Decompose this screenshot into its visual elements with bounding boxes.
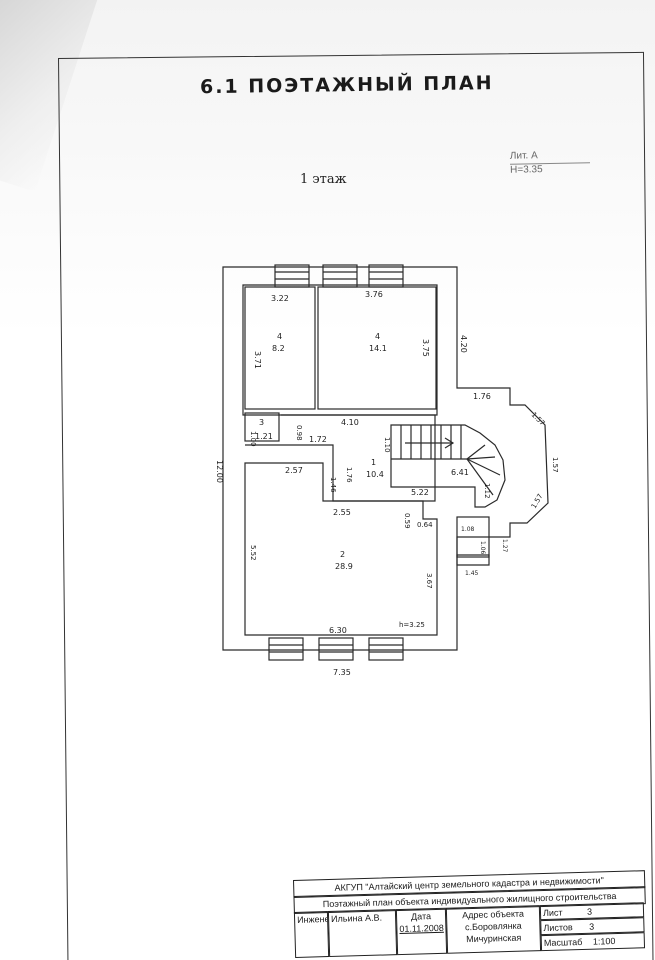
stamp-address-cell: Адрес объекта с.Боровлянка Мичуринская: [445, 905, 542, 954]
dim-vert-176: 1.76: [345, 467, 353, 483]
vestibule: [456, 516, 490, 558]
stamp-scale-value: 1:100: [592, 936, 616, 947]
dim-overall-width: 7.35: [333, 668, 351, 677]
window-top-2: [322, 264, 358, 288]
dim-vert-146: 1.46: [329, 477, 337, 493]
dim-left-552: 5.52: [249, 545, 257, 561]
outer-wall: [222, 266, 549, 651]
floor-label: 1 этаж: [300, 172, 347, 187]
dim-stair-112: 1.12: [483, 483, 491, 499]
room-4b: [317, 286, 437, 410]
room-2-area: 28.9: [335, 562, 353, 571]
sheet-note: Лит. А H=3.35: [509, 149, 591, 176]
room-4a: [244, 286, 316, 410]
room-1-number: 1: [371, 458, 376, 467]
dim-stair-641: 6.41: [451, 468, 469, 477]
room-4a-w: 3.22: [271, 294, 289, 303]
dim-right-367: 3.67: [425, 573, 433, 589]
stair-arrow: [405, 437, 455, 449]
dim-064: 0.64: [417, 521, 433, 529]
stamp-date: 01.11.2008: [399, 922, 444, 935]
room-4b-number: 4: [375, 332, 380, 341]
stamp-name: Ильина А.В.: [330, 912, 383, 924]
stamp-scale-cell: Масштаб 1:100: [540, 932, 646, 952]
room-3-area: 1.21: [255, 432, 273, 441]
room-4a-h: 3.71: [253, 351, 262, 369]
dim-small-100: 1.00: [249, 431, 257, 447]
sheet-note-height: H=3.35: [510, 164, 543, 176]
dim-left-257: 2.57: [285, 466, 303, 475]
dim-bay-diag1: 1.57: [530, 411, 547, 428]
dim-bay-side: 1.57: [551, 457, 559, 473]
stamp-role: Инженер: [296, 913, 330, 925]
room-4b-area: 14.1: [369, 344, 387, 353]
room-4b-w: 3.76: [365, 290, 383, 299]
room-4a-number: 4: [277, 332, 282, 341]
window-bottom-1: [268, 637, 304, 661]
dim-overall-height: 12.00: [215, 460, 224, 483]
window-top-3: [368, 264, 404, 288]
stamp-sheet-value: 3: [586, 906, 593, 917]
room-3: [244, 412, 280, 442]
dim-bay-diag2: 1.57: [530, 492, 545, 510]
stamp-sheet-label: Лист: [542, 907, 563, 919]
stamp-sheets-value: 3: [589, 921, 595, 932]
stamp-name-cell: Ильина А.В.: [327, 909, 398, 958]
dim-ext-127: 1.27: [501, 539, 508, 553]
room-1-area: 10.4: [366, 470, 384, 479]
window-bottom-2: [318, 637, 354, 661]
window-top-1: [274, 264, 310, 288]
stamp-date-cell: Дата 01.11.2008: [395, 907, 448, 956]
corridor: [245, 414, 436, 502]
dim-corr-top: 4.10: [341, 418, 359, 427]
inner-wall: [242, 284, 438, 416]
title-block: АКГУП "Алтайский центр земельного кадаст…: [293, 870, 650, 960]
dim-ext-106: 1.06: [479, 541, 486, 555]
window-bottom-3: [368, 637, 404, 661]
dim-stair-110: 1.10: [383, 437, 391, 453]
room-2-number: 2: [340, 550, 345, 559]
dim-small-098: 0.98: [295, 425, 303, 441]
dim-right-upper: 4.20: [459, 335, 468, 353]
dim-mid-255: 2.55: [333, 508, 351, 517]
dim-stair-top: 1.76: [473, 392, 491, 401]
dim-ext-108: 1.08: [461, 526, 475, 533]
dim-corr-172: 1.72: [309, 435, 327, 444]
stamp-scale-label: Масштаб: [543, 936, 583, 949]
staircase: [390, 424, 506, 508]
dim-h-325: h=3.25: [399, 621, 425, 629]
room-3-number: 3: [259, 418, 264, 427]
room-2: [244, 462, 438, 636]
stamp-address-2: Мичуринская: [466, 932, 522, 945]
sheet-note-litera: Лит. А: [509, 149, 591, 165]
dim-bottom-630: 6.30: [329, 626, 347, 635]
room-4b-h: 3.75: [421, 339, 430, 357]
stamp-sheets-label: Листов: [543, 922, 573, 934]
page-title: 6.1 ПОЭТАЖНЫЙ ПЛАН: [199, 72, 494, 99]
stamp-role-cell: Инженер: [293, 911, 330, 958]
room-4a-area: 8.2: [272, 344, 285, 353]
dim-mid-522: 5.22: [411, 488, 429, 497]
dim-ext-145: 1.45: [465, 570, 479, 577]
dim-059: 0.59: [403, 513, 411, 529]
floor-plan: 4 8.2 3.22 3.71 4 14.1 3.76 3.75 3 1.21 …: [215, 264, 559, 677]
